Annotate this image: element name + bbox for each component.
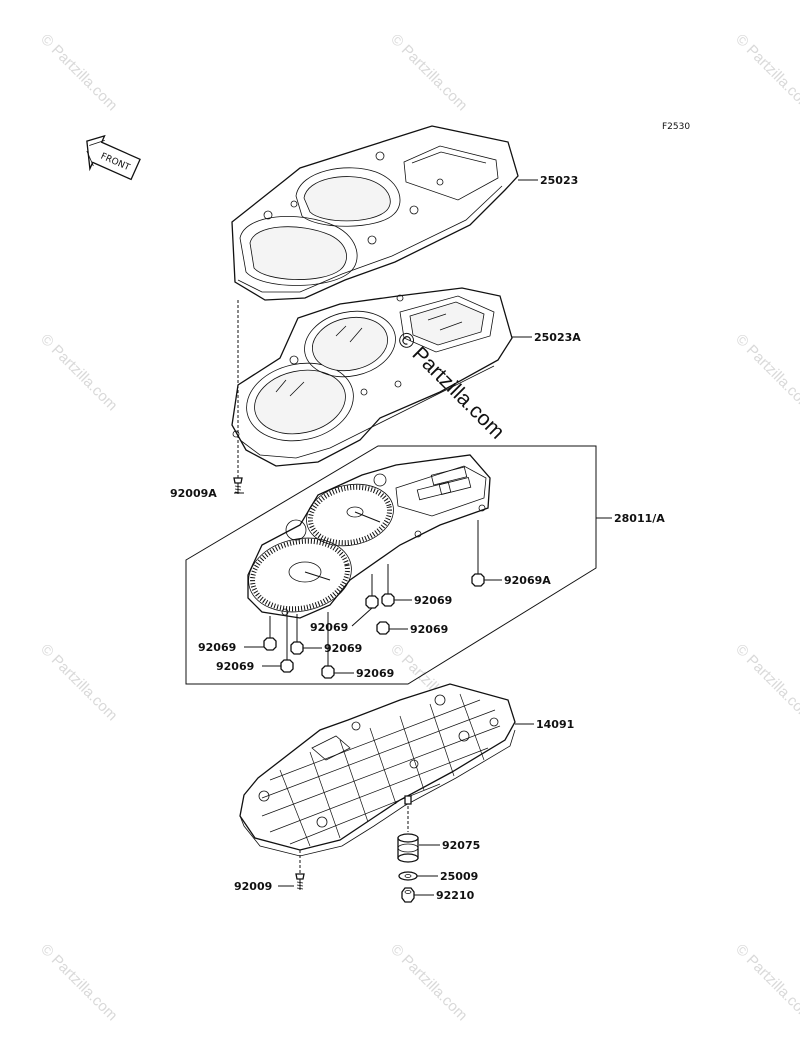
part-label-25023: 25023 — [540, 174, 578, 187]
grommet-92075 — [397, 833, 419, 863]
front-arrow-icon — [86, 134, 141, 181]
screw-92009 — [295, 850, 305, 890]
part-label-92069: 92069 — [414, 594, 452, 607]
washer-25009 — [398, 871, 418, 881]
mount-hardware — [397, 795, 419, 903]
watermark: © Partzilla.com — [732, 331, 800, 414]
part-label-92009a: 92009A — [170, 487, 217, 500]
figure-code: F2530 — [662, 122, 690, 132]
watermark: © Partzilla.com — [37, 641, 120, 724]
nuts-92069 — [263, 520, 485, 679]
part-label-92069: 92069 — [324, 642, 362, 655]
watermark: © Partzilla.com — [732, 941, 800, 1024]
part-label-92009: 92009 — [234, 880, 272, 893]
nut-92210 — [401, 887, 415, 903]
watermark: © Partzilla.com — [387, 31, 470, 114]
watermark: © Partzilla.com — [37, 31, 120, 114]
part-label-14091: 14091 — [536, 718, 574, 731]
part-label-92069: 92069 — [356, 667, 394, 680]
meter-case-25023a — [231, 287, 513, 467]
assembly-boundary-28011a — [185, 445, 597, 685]
watermark: © Partzilla.com — [732, 31, 800, 114]
meter-assembly-28011a — [247, 454, 491, 619]
part-label-92075: 92075 — [442, 839, 480, 852]
part-label-92069: 92069 — [216, 660, 254, 673]
meter-cover-lower-14091 — [239, 683, 516, 857]
watermark: © Partzilla.com — [37, 331, 120, 414]
screw-92009a — [233, 300, 243, 494]
part-label-25023a: 25023A — [534, 331, 581, 344]
watermark: © Partzilla.com — [37, 941, 120, 1024]
part-labels: 25023 25023A 92009A 28011/A 92069A 92069… — [170, 174, 665, 902]
part-label-92069: 92069 — [410, 623, 448, 636]
front-arrow-badge: FRONT — [86, 134, 141, 181]
watermark: © Partzilla.com — [387, 941, 470, 1024]
part-label-28011a: 28011/A — [614, 512, 665, 525]
part-label-25009: 25009 — [440, 870, 478, 883]
meter-cover-25023 — [231, 125, 519, 301]
part-label-92069: 92069 — [198, 641, 236, 654]
watermark: © Partzilla.com — [732, 641, 800, 724]
part-label-92210: 92210 — [436, 889, 475, 902]
part-label-92069: 92069 — [310, 621, 348, 634]
part-label-92069a: 92069A — [504, 574, 551, 587]
leader-lines — [234, 179, 612, 896]
